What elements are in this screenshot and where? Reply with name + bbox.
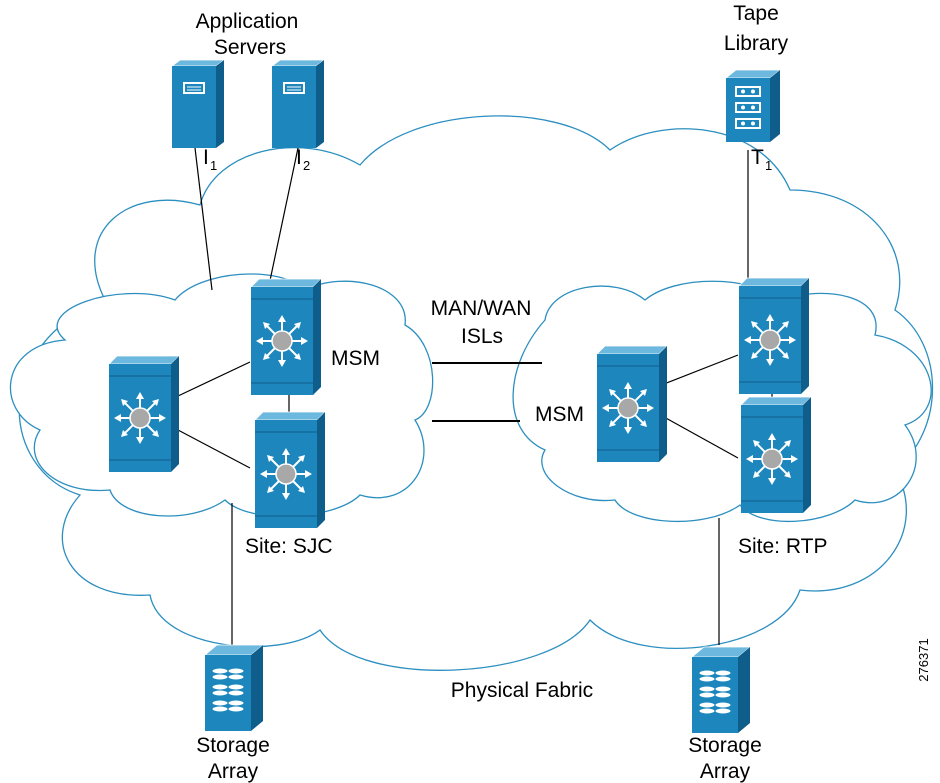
port-i1-sub: 1	[210, 158, 217, 173]
site-rtp-label: Site: RTP	[738, 535, 827, 558]
link-i2	[267, 147, 299, 291]
mds-director-switch-icon[interactable]	[254, 411, 326, 529]
port-i2-letter: I	[296, 146, 302, 169]
link-sjc-b	[177, 429, 251, 469]
server-icon[interactable]	[271, 59, 325, 149]
port-t1-letter: T	[751, 146, 764, 169]
storage-array-icon[interactable]	[691, 646, 751, 734]
msm-label-left: MSM	[331, 347, 380, 370]
man-wan-label-1: MAN/WAN	[431, 297, 532, 320]
tape-library-label-1: Tape	[733, 2, 779, 25]
port-i1-letter: I	[203, 146, 209, 169]
figure-id: 276371	[916, 638, 931, 681]
app-servers-label-2: Servers	[214, 36, 286, 59]
port-i2-sub: 2	[303, 158, 310, 173]
link-i1	[194, 147, 213, 291]
storage-label-left-1: Storage	[196, 734, 270, 757]
site-sjc-cloud	[9, 273, 434, 518]
storage-label-left-2: Array	[208, 760, 259, 783]
mds-director-switch-icon[interactable]	[740, 396, 812, 514]
physical-fabric-label: Physical Fabric	[451, 679, 593, 702]
tape-library-label-2: Library	[724, 32, 789, 55]
msm-label-right: MSM	[535, 403, 584, 426]
link-rtp-a	[663, 354, 739, 385]
physical-fabric-cloud	[18, 115, 933, 671]
mds-director-switch-icon[interactable]	[108, 355, 180, 473]
server-icon[interactable]	[171, 59, 225, 149]
tape-library-icon[interactable]	[725, 69, 781, 143]
site-rtp-cloud	[512, 280, 932, 523]
link-sjc-a	[177, 361, 251, 397]
app-servers-label-1: Application	[196, 10, 299, 33]
storage-label-right-1: Storage	[688, 734, 762, 757]
port-t1-sub: 1	[765, 158, 772, 173]
storage-array-icon[interactable]	[204, 644, 264, 732]
storage-label-right-2: Array	[700, 760, 751, 783]
mds-director-switch-icon[interactable]	[596, 345, 668, 463]
mds-director-switch-icon[interactable]	[250, 278, 322, 396]
site-sjc-label: Site: SJC	[245, 535, 333, 558]
mds-director-switch-icon[interactable]	[738, 277, 810, 395]
man-wan-label-2: ISLs	[461, 325, 503, 348]
link-rtp-b	[663, 416, 739, 459]
